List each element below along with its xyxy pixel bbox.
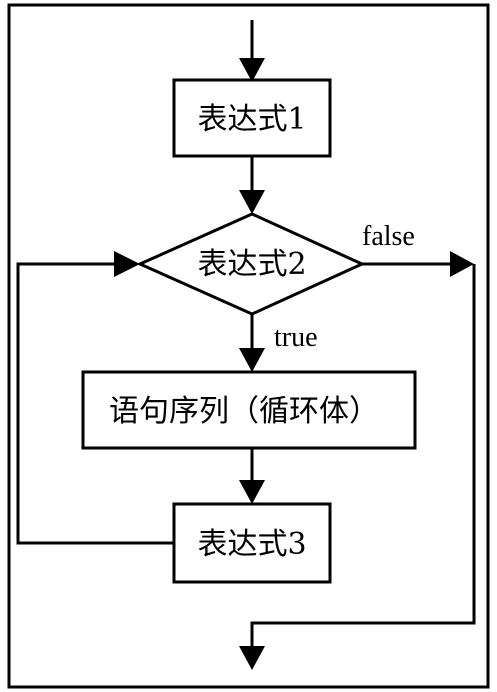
true-label: true (274, 322, 318, 353)
expression-1-label: 表达式1 (197, 102, 306, 137)
expression-3-label: 表达式3 (197, 527, 306, 562)
entry-arrowhead (239, 58, 265, 82)
loop-body-label: 语句序列（循环体） (109, 394, 379, 429)
false-label: false (362, 221, 415, 252)
exit-path (250, 264, 476, 648)
body-to-expr3-arrowhead (239, 480, 265, 504)
expression-1-box (172, 78, 332, 158)
loop-body-box (81, 370, 417, 450)
expression-3-box (172, 502, 332, 584)
true-branch-arrowhead (239, 348, 265, 372)
loop-back-arrowhead (114, 251, 140, 277)
diagram-frame (7, 3, 490, 689)
expression-2-label: 表达式2 (197, 247, 306, 282)
expr1-to-expr2-arrowhead (239, 190, 265, 214)
false-branch-arrowhead (450, 251, 474, 277)
exit-arrowhead (239, 646, 265, 670)
loop-back-path (16, 262, 174, 545)
